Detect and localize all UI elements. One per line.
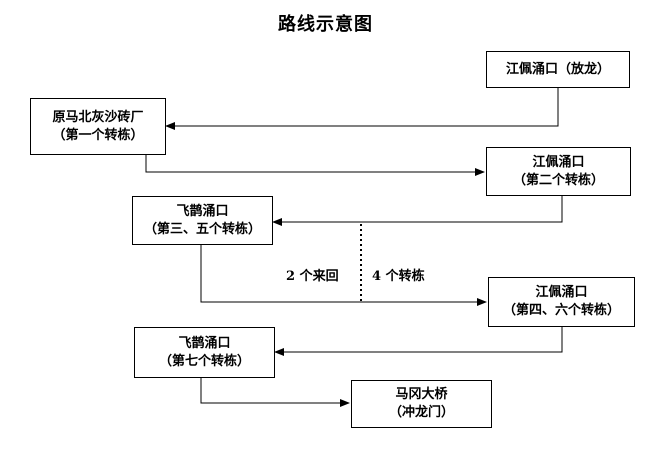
route-box-stop-2: 江佩涌口 （第二个转栋） [486,147,631,196]
route-box-stop-2-line1: 江佩涌口 [532,154,585,170]
route-box-stop-3: 飞鹊涌口 （第三、五个转栋） [132,196,273,245]
round-trip-note: 2 个来回 [286,269,339,284]
route-box-end-line1: 马冈大桥 [395,387,448,402]
route-box-stop-3-line1: 飞鹊涌口 [176,203,229,219]
route-box-stop-1: 原马北灰沙砖厂 （第一个转栋） [30,98,166,155]
route-box-stop-5-line1: 飞鹊涌口 [178,335,231,351]
route-box-start-line1: 江佩涌口（放龙） [505,61,610,77]
turn-count-note: 4 个转栋 [372,269,425,284]
route-box-start: 江佩涌口（放龙） [486,51,630,88]
route-box-stop-5: 飞鹊涌口 （第七个转栋） [134,327,275,378]
arrow-stop1-to-stop2 [145,155,485,176]
route-box-stop-1-line1: 原马北灰沙砖厂 [52,109,144,125]
route-box-stop-4-line1: 江佩涌口 [535,285,588,300]
arrow-stop3-to-stop4 [200,245,487,306]
arrow-start-to-stop1 [165,88,559,130]
route-box-stop-1-line2: （第一个转栋） [52,127,144,143]
arrow-stop2-to-stop3 [272,196,563,226]
diagram-title: 路线示意图 [278,14,373,35]
route-box-end: 马冈大桥 （冲龙门） [351,380,492,428]
route-box-stop-3-line2: （第三、五个转栋） [143,221,261,237]
route-box-end-line2: （冲龙门） [388,405,454,420]
route-box-stop-5-line2: （第七个转栋） [158,353,250,369]
route-box-stop-4-line2: （第四、六个转栋） [502,303,620,318]
arrow-stop4-to-stop5 [274,327,563,356]
route-box-stop-2-line2: （第二个转栋） [512,172,604,188]
arrow-stop5-to-stop6 [200,378,350,407]
route-box-stop-4: 江佩涌口 （第四、六个转栋） [488,277,635,327]
